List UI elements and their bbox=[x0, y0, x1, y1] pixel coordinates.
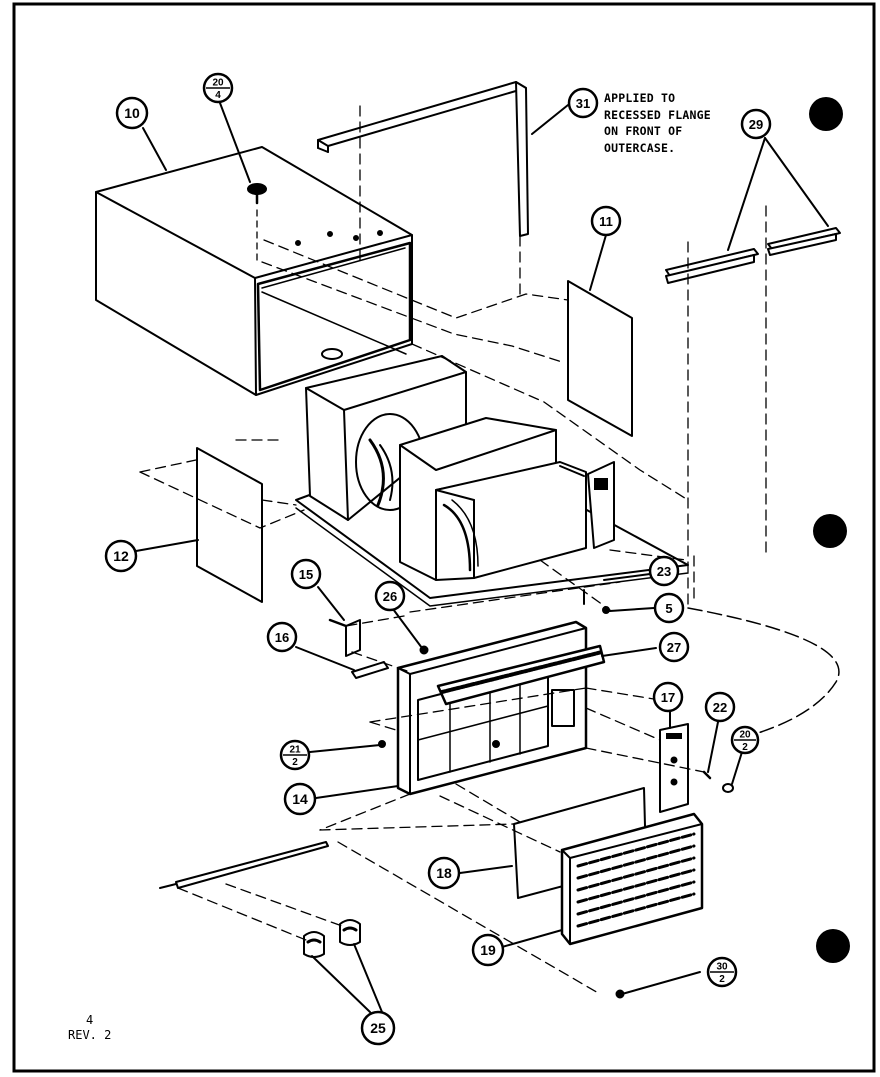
part-16 bbox=[351, 661, 389, 679]
note-line-4: OUTERCASE. bbox=[604, 140, 676, 155]
leader-lines bbox=[135, 102, 829, 1013]
control-plate bbox=[659, 723, 689, 813]
note-line-1: APPLIED TO bbox=[604, 91, 676, 105]
callout-c17: 17 bbox=[652, 681, 684, 713]
callout-number: 20 bbox=[739, 730, 751, 741]
callout-c23: 23 bbox=[648, 555, 680, 587]
callout-c14: 14 bbox=[283, 782, 317, 816]
callout-number: 22 bbox=[713, 700, 727, 715]
page-border bbox=[12, 2, 876, 1073]
gasket-pair bbox=[665, 227, 841, 284]
binder-hole bbox=[816, 929, 850, 963]
callout-c27: 27 bbox=[658, 631, 690, 663]
note-line-3: ON FRONT OF bbox=[604, 124, 683, 138]
callout-number: 19 bbox=[480, 942, 496, 958]
callout-c15: 15 bbox=[290, 558, 322, 590]
callout-number: 26 bbox=[383, 589, 397, 604]
callout-c26: 26 bbox=[374, 580, 406, 612]
callout-c18: 18 bbox=[427, 856, 461, 890]
callout-number: 30 bbox=[716, 962, 728, 973]
page-number: 4 bbox=[86, 1013, 94, 1027]
callout-c12: 12 bbox=[104, 539, 138, 573]
callout-number: 16 bbox=[275, 630, 289, 645]
page-footer: 4 REV. 2 bbox=[68, 1013, 111, 1043]
gasket-strip bbox=[317, 81, 529, 237]
callout-number: 23 bbox=[657, 564, 671, 579]
gasket-note: APPLIED TO RECESSED FLANGE ON FRONT OF O… bbox=[604, 90, 711, 156]
callout-number: 5 bbox=[665, 601, 672, 616]
callout-number: 18 bbox=[436, 865, 452, 881]
callout-quantity: 2 bbox=[742, 742, 748, 753]
front-grille bbox=[560, 812, 704, 946]
callout-number: 25 bbox=[370, 1020, 386, 1036]
callout-c21: 212 bbox=[279, 739, 311, 771]
callout-number: 11 bbox=[599, 214, 613, 229]
alignment-lines bbox=[139, 105, 767, 995]
chassis bbox=[295, 355, 689, 607]
bracket-15 bbox=[328, 618, 361, 657]
outer-case bbox=[95, 146, 413, 396]
callout-c20a: 204 bbox=[202, 72, 234, 104]
knob-20 bbox=[722, 783, 734, 793]
power-cord-path bbox=[687, 607, 840, 741]
callout-c20b: 202 bbox=[730, 725, 760, 755]
callout-c30: 302 bbox=[706, 956, 738, 988]
callout-number: 12 bbox=[113, 548, 129, 564]
clip-25 bbox=[303, 919, 361, 958]
callout-quantity: 2 bbox=[292, 757, 298, 768]
callout-c19: 19 bbox=[471, 933, 505, 967]
callout-number: 27 bbox=[667, 640, 681, 655]
callout-c11: 11 bbox=[590, 205, 622, 237]
callout-quantity: 2 bbox=[719, 974, 725, 985]
callout-c10: 10 bbox=[115, 96, 149, 130]
air-louver bbox=[436, 644, 606, 706]
callout-number: 20 bbox=[212, 78, 224, 89]
callout-number: 10 bbox=[124, 105, 140, 121]
callout-c16: 16 bbox=[266, 621, 298, 653]
support-rail bbox=[159, 841, 329, 889]
front-panel bbox=[378, 620, 588, 796]
screw-top bbox=[247, 183, 267, 263]
callout-c22: 22 bbox=[704, 691, 736, 723]
side-panel-right bbox=[567, 280, 633, 437]
note-line-2: RECESSED FLANGE bbox=[604, 107, 711, 122]
callout-number: 31 bbox=[576, 96, 590, 111]
callout-quantity: 4 bbox=[215, 90, 221, 101]
callout-number: 15 bbox=[299, 567, 313, 582]
callout-number: 17 bbox=[661, 690, 675, 705]
callout-c31: 31 bbox=[567, 87, 599, 119]
callout-number: 21 bbox=[289, 745, 301, 756]
callout-c5: 5 bbox=[653, 592, 685, 624]
callout-number: 29 bbox=[749, 117, 763, 132]
callout-number: 14 bbox=[292, 791, 308, 807]
callout-c25: 25 bbox=[360, 1010, 396, 1046]
callout-c29: 29 bbox=[740, 108, 772, 140]
revision-label: REV. 2 bbox=[68, 1028, 112, 1042]
binder-hole bbox=[813, 514, 847, 548]
side-panel-left bbox=[196, 447, 263, 603]
screw-22 bbox=[702, 770, 712, 780]
binder-hole bbox=[809, 97, 843, 131]
